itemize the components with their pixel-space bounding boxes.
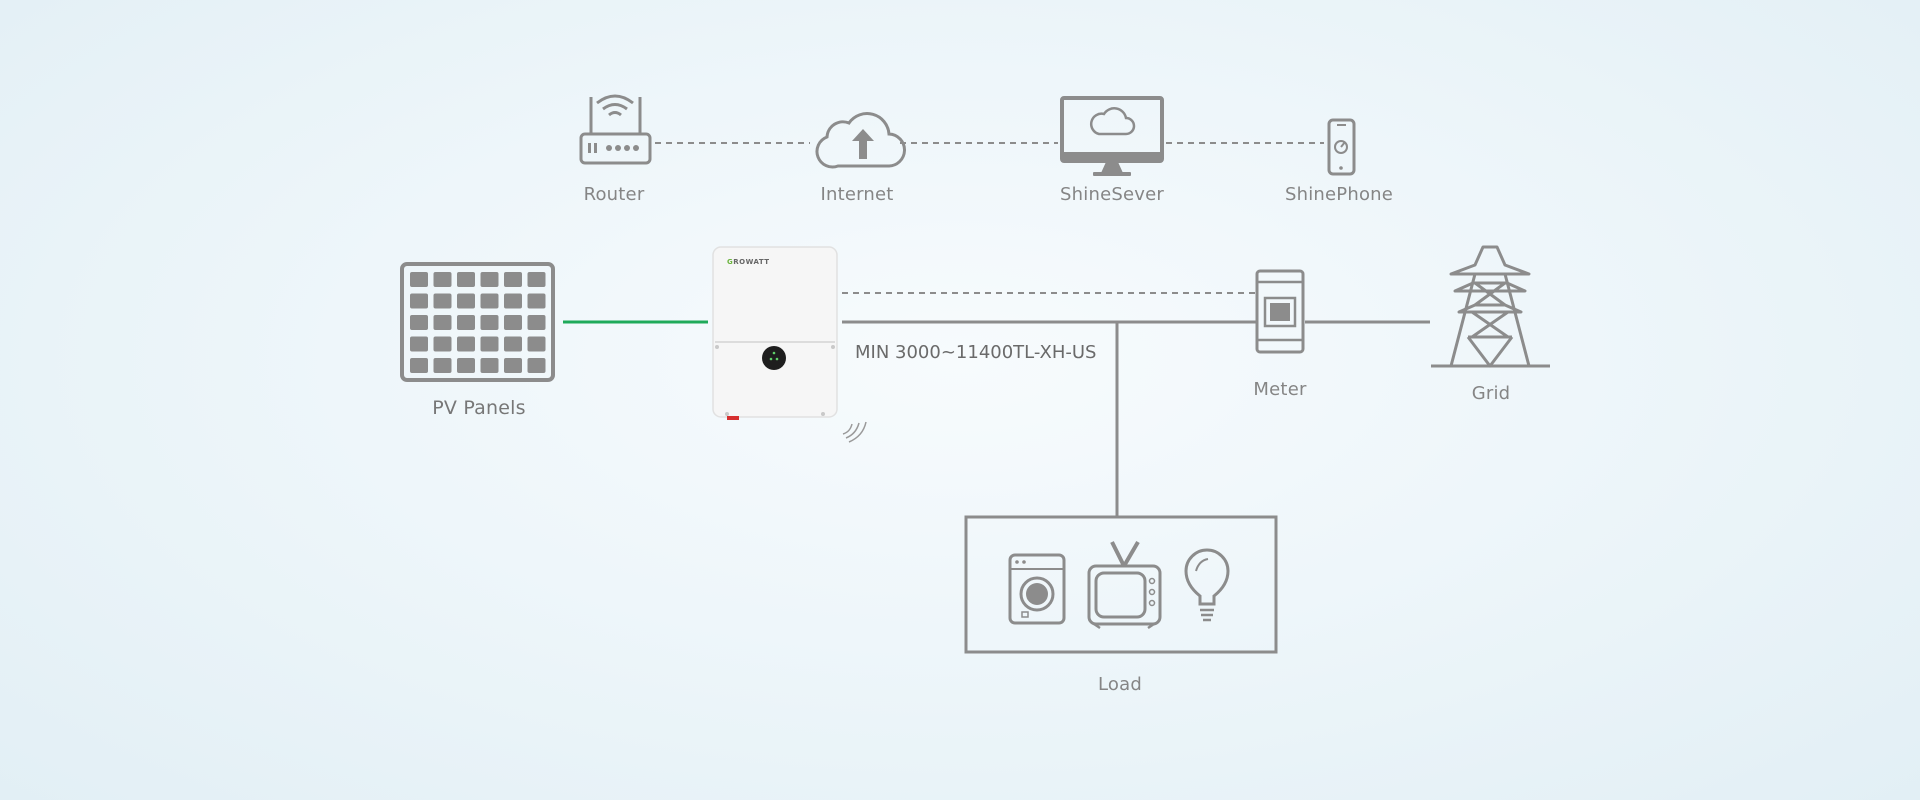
transmission-tower-icon (1431, 245, 1550, 368)
television-icon (1087, 540, 1162, 630)
pv-cell (410, 272, 428, 287)
shineserver-label: ShineSever (1060, 184, 1164, 205)
pv-cell (527, 272, 546, 287)
pv-cell (504, 293, 522, 309)
meter-label: Meter (1253, 379, 1307, 400)
pv-cell (433, 336, 452, 352)
router-icon (579, 94, 652, 165)
light-bulb-icon (1184, 548, 1230, 622)
pv-cell (457, 315, 475, 330)
monitor-cloud-icon (1060, 96, 1164, 176)
energy-meter-icon (1255, 269, 1305, 354)
pv-cell (433, 293, 452, 309)
pv-cell (480, 272, 499, 287)
washing-machine-icon (1008, 553, 1066, 625)
wifi-signal-icon (842, 421, 867, 443)
pv-cell (410, 358, 428, 373)
smartphone-icon (1327, 118, 1356, 176)
pv-cell (410, 336, 428, 352)
pv-cell (433, 358, 452, 373)
pv-cell (457, 293, 475, 309)
pv-cell (433, 315, 452, 330)
brand-rest: ROWATT (733, 258, 770, 266)
brand-initial: G (727, 258, 734, 266)
pv-cell (527, 293, 546, 309)
pv-cell (410, 315, 428, 330)
pv-cell (504, 358, 522, 373)
monitoring-connections (655, 142, 1324, 294)
pv-cell (480, 293, 499, 309)
pv-cell (457, 272, 475, 287)
ac-power-lines (842, 320, 1430, 517)
pv-cell (457, 358, 475, 373)
pv-cell (504, 272, 522, 287)
load-label: Load (1098, 674, 1142, 695)
router-label: Router (583, 184, 645, 205)
pv-cell (527, 315, 546, 330)
inverter-brand-logo: GROWATT (727, 258, 770, 266)
inverter-icon (712, 246, 838, 420)
shinephone-label: ShinePhone (1284, 184, 1394, 205)
pv-cell (410, 293, 428, 309)
cloud-upload-icon (815, 112, 906, 169)
internet-label: Internet (820, 184, 894, 205)
pv-cell (457, 336, 475, 352)
grid-label: Grid (1471, 383, 1511, 404)
pv-cell (527, 336, 546, 352)
pv-cell (480, 358, 499, 373)
solar-panel-icon (400, 262, 555, 382)
pv-cell (527, 358, 546, 373)
pv-cell (504, 315, 522, 330)
pv-panels-label: PV Panels (432, 397, 526, 419)
pv-cell (480, 336, 499, 352)
pv-cell (504, 336, 522, 352)
load-enclosure (964, 515, 1278, 654)
pv-cell (480, 315, 499, 330)
inverter-model-label: MIN 3000~11400TL-XH-US (855, 342, 1097, 363)
pv-cell (433, 272, 452, 287)
